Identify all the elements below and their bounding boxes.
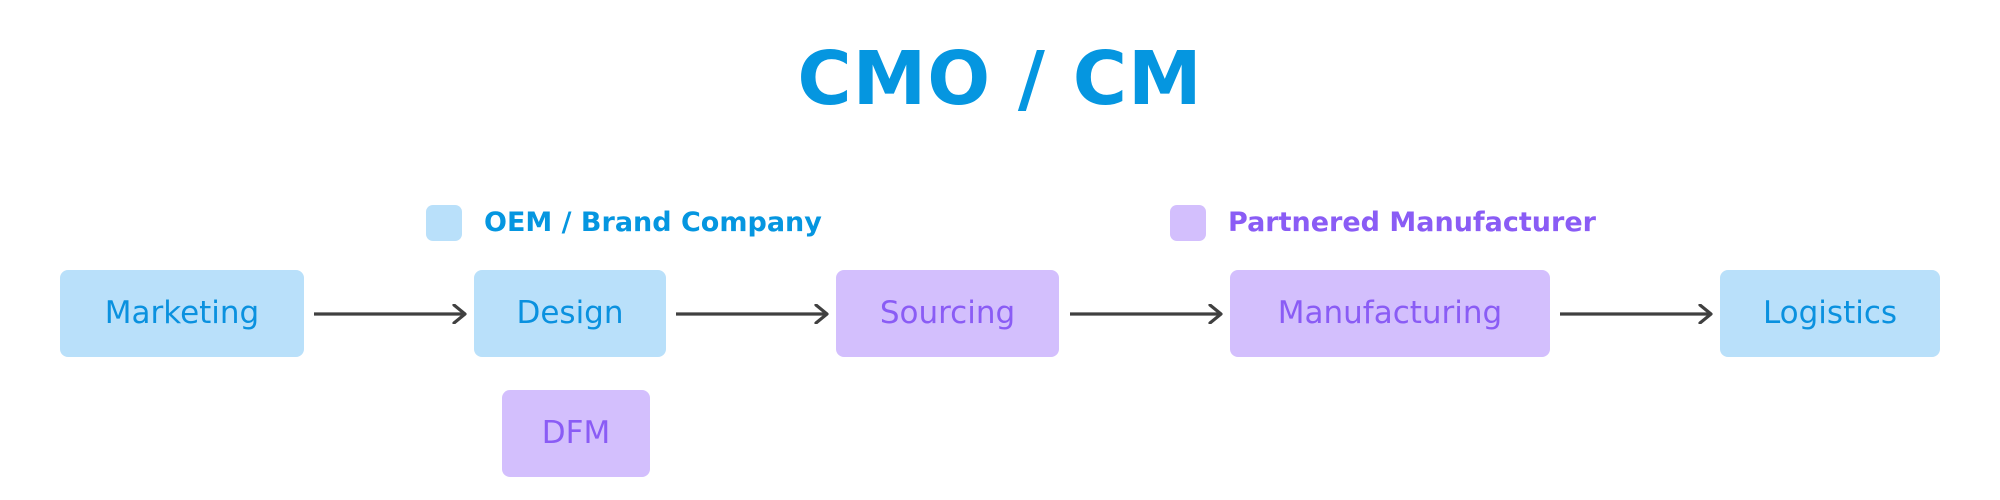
step-label: Marketing xyxy=(104,295,260,331)
legend-swatch-oem xyxy=(426,205,462,241)
substep-dfm: DFM xyxy=(502,390,650,477)
diagram-title: CMO / CM xyxy=(797,36,1203,122)
step-label: Logistics xyxy=(1762,295,1898,331)
step-label: DFM xyxy=(541,415,611,451)
legend-label-partner: Partnered Manufacturer xyxy=(1228,207,1596,238)
step-marketing: Marketing xyxy=(60,270,304,357)
arrow-sourcing-to-manufacturing xyxy=(1070,304,1223,324)
step-design: Design xyxy=(474,270,666,357)
arrow-marketing-to-design xyxy=(314,304,467,324)
step-label: Manufacturing xyxy=(1277,295,1503,331)
arrow-design-to-sourcing xyxy=(676,304,829,324)
step-label: Sourcing xyxy=(879,295,1016,331)
step-sourcing: Sourcing xyxy=(836,270,1059,357)
legend-swatch-partner xyxy=(1170,205,1206,241)
step-logistics: Logistics xyxy=(1720,270,1940,357)
legend-label-oem: OEM / Brand Company xyxy=(484,207,822,238)
arrow-manufacturing-to-logistics xyxy=(1560,304,1713,324)
step-label: Design xyxy=(516,295,624,331)
step-manufacturing: Manufacturing xyxy=(1230,270,1550,357)
